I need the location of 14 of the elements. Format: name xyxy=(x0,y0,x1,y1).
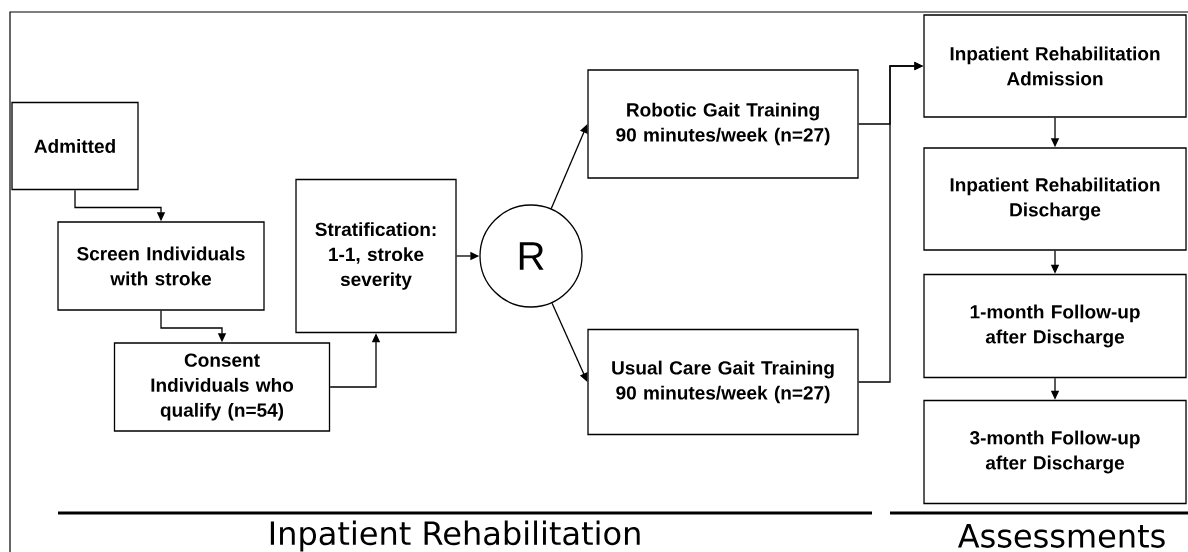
section-heading: Inpatient Rehabilitation xyxy=(266,519,644,552)
process-box: Admitted xyxy=(11,101,139,191)
process-box: Stratification: 1-1, stroke severity xyxy=(295,178,457,334)
process-box: Consent Individuals who qualify (n=54) xyxy=(113,342,331,432)
arrow xyxy=(550,124,588,210)
section-heading: Assessments xyxy=(956,523,1168,549)
process-box: Screen Individuals with stroke xyxy=(57,221,265,311)
process-box: 1-month Follow-up after Discharge xyxy=(923,273,1187,379)
process-box: Usual Care Gait Training 90 minutes/week (n=27) xyxy=(587,328,859,436)
process-box: Inpatient Rehabilitation Admission xyxy=(923,14,1187,118)
process-box: Inpatient Rehabilitation Discharge xyxy=(923,147,1187,251)
arrow xyxy=(551,302,588,382)
process-box: Robotic Gait Training 90 minutes/week (n=27) xyxy=(587,69,859,179)
process-box: 3-month Follow-up after Discharge xyxy=(923,399,1187,505)
